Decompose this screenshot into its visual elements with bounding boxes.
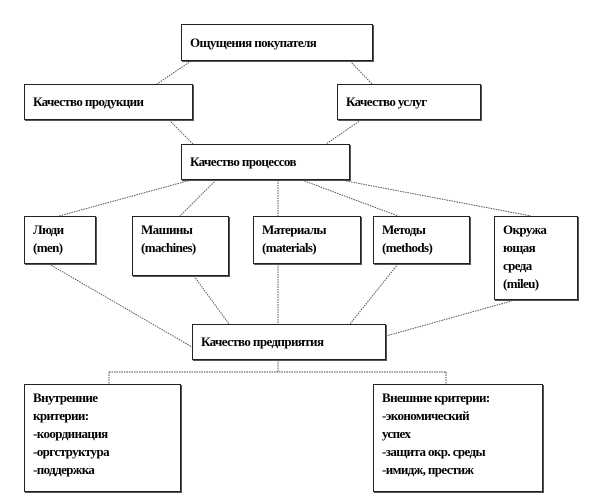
link-process-men xyxy=(58,179,192,217)
node-label: Внешние критерии: xyxy=(382,390,490,405)
node-materials: Материалы (materials) xyxy=(253,216,361,264)
link-perception-service xyxy=(349,60,373,85)
link-machines-enterprise xyxy=(193,275,230,325)
link-process-methods xyxy=(301,179,399,217)
link-service-process xyxy=(325,119,362,145)
node-label: Окружа xyxy=(503,222,547,237)
node-label: Люди xyxy=(33,222,64,237)
node-label: Материалы xyxy=(262,222,327,237)
link-milieu-enterprise xyxy=(385,299,516,337)
node-label: (machines) xyxy=(141,240,196,255)
node-external-criteria: Внешние критерии: -экономический успех -… xyxy=(373,384,543,492)
node-men: Люди (men) xyxy=(24,216,96,264)
node-label: (men) xyxy=(33,240,63,255)
node-label: -поддержка xyxy=(33,462,95,477)
node-process-quality: Качество процессов xyxy=(181,144,350,180)
node-label: -оргструктура xyxy=(33,444,110,459)
node-perception: Ощущения покупателя xyxy=(181,24,373,61)
node-label: критерии: xyxy=(33,408,89,423)
node-label: (methods) xyxy=(382,240,433,255)
link-process-machines xyxy=(179,179,217,217)
link-men-enterprise xyxy=(48,263,193,348)
link-product-process xyxy=(168,119,194,145)
node-product-quality: Качество продукции xyxy=(24,84,193,120)
node-label: (materials) xyxy=(262,240,317,255)
node-label: -координация xyxy=(33,426,108,441)
link-methods-enterprise xyxy=(349,263,399,325)
node-label: успех xyxy=(382,426,411,441)
node-enterprise-quality: Качество предприятия xyxy=(192,324,386,360)
link-process-milieu xyxy=(340,179,532,217)
node-label: Качество услуг xyxy=(346,94,427,109)
link-perception-product xyxy=(156,60,192,85)
node-label: -имидж, престиж xyxy=(382,462,474,477)
node-label: -защита окр. среды xyxy=(382,444,486,459)
node-label: Машины xyxy=(141,222,193,237)
node-label: среда xyxy=(503,258,532,273)
node-internal-criteria: Внутренние критерии: -координация -оргст… xyxy=(24,384,181,492)
node-label: (mileu) xyxy=(503,276,539,291)
node-label: Качество процессов xyxy=(190,154,297,169)
node-machines: Машины (machines) xyxy=(132,216,229,276)
node-label: Ощущения покупателя xyxy=(190,34,317,50)
node-label: Качество предприятия xyxy=(201,334,324,349)
node-label: ющая xyxy=(503,240,536,255)
node-service-quality: Качество услуг xyxy=(337,84,481,120)
node-methods: Методы (methods) xyxy=(373,216,470,264)
node-label: Качество продукции xyxy=(33,94,144,109)
node-label: Методы xyxy=(382,222,426,237)
node-milieu: Окружа ющая среда (mileu) xyxy=(494,216,578,300)
node-label: Внутренние xyxy=(33,390,98,405)
node-label: -экономический xyxy=(382,408,470,423)
